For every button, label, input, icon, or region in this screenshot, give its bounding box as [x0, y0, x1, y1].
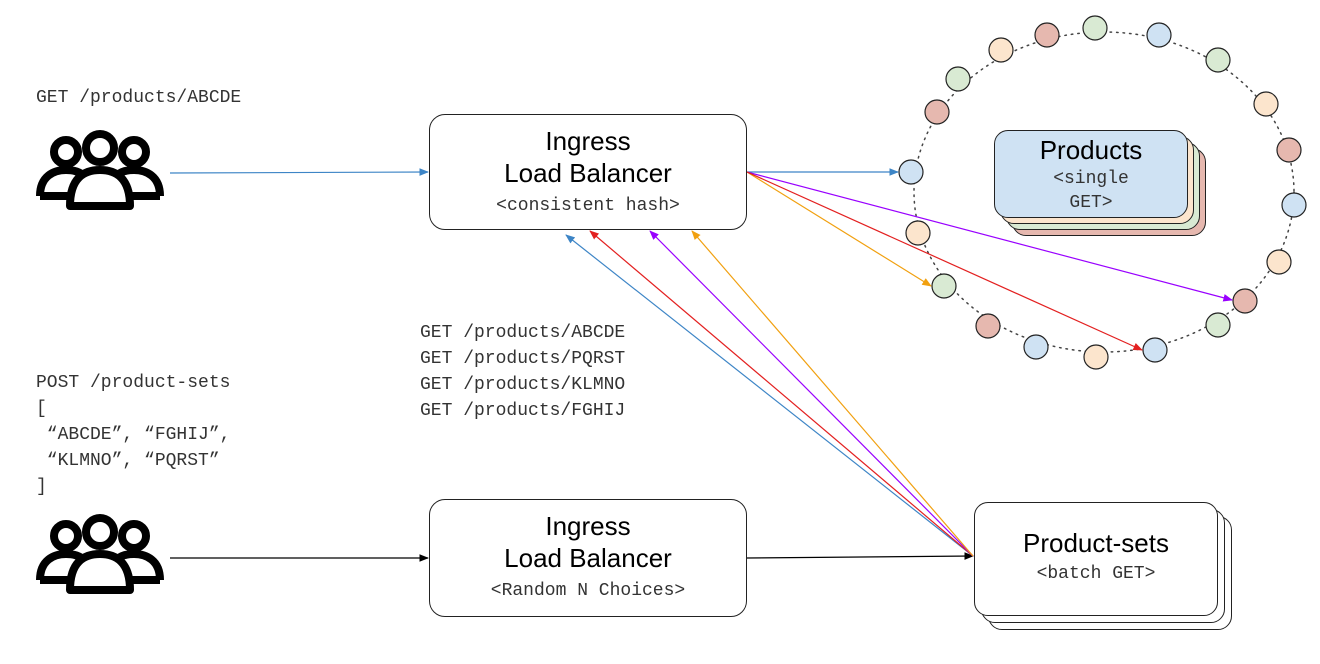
products-subtitle-line: <single	[1053, 169, 1129, 189]
ring-node	[1205, 47, 1231, 73]
arrow-fanout-orange	[691, 230, 974, 557]
users-icon	[36, 514, 164, 594]
request-label-top: GET /products/ABCDE	[36, 88, 242, 108]
ring-node	[945, 66, 971, 92]
fanout-request-list: GET /products/ABCDE GET /products/PQRST …	[420, 320, 625, 424]
product-sets-title: Product-sets	[1023, 528, 1169, 558]
fanout-request: GET /products/KLMNO	[420, 375, 626, 395]
products-title: Products	[1039, 135, 1143, 165]
fanout-request: GET /products/FGHIJ	[420, 401, 626, 421]
arrow-lb-to-node-purple	[746, 171, 1233, 302]
arrow-lb-to-node-orange	[746, 171, 932, 287]
lb-title-line: Load Balancer	[504, 158, 672, 188]
ring-node	[1266, 249, 1292, 275]
arrow-fanout-blue	[565, 234, 974, 557]
ring-node	[988, 37, 1014, 63]
lb-title-line: Ingress	[545, 511, 631, 541]
lb-subtitle: <consistent hash>	[496, 196, 680, 216]
ring-node	[931, 273, 957, 299]
ingress-lb-random-n-choices[interactable]: Ingress Load Balancer <Random N Choices>	[429, 499, 747, 617]
ring-node	[1034, 22, 1060, 48]
users-icon	[36, 130, 164, 210]
ring-node	[1142, 337, 1168, 363]
product-sets-service-card[interactable]: Product-sets <batch GET>	[974, 502, 1218, 616]
arrow-lb-to-product-sets	[746, 552, 974, 560]
ring-node	[1082, 15, 1108, 41]
products-service-card[interactable]: Products <single GET>	[994, 130, 1188, 218]
product-sets-subtitle: <batch GET>	[1036, 564, 1156, 584]
request-line: “KLMNO”, “PQRST”	[36, 451, 220, 471]
ring-node	[1232, 288, 1258, 314]
ring-node	[905, 220, 931, 246]
request-line: ]	[36, 477, 47, 497]
arrow-client-to-lb-top	[169, 168, 429, 176]
lb-title-line: Load Balancer	[504, 543, 672, 573]
ring-node	[924, 99, 950, 125]
ingress-lb-consistent-hash[interactable]: Ingress Load Balancer <consistent hash>	[429, 114, 747, 230]
arrow-fanout-purple	[649, 230, 974, 557]
lb-title-line: Ingress	[545, 126, 631, 156]
arrow-fanout-red	[589, 230, 974, 557]
ring-node	[1083, 344, 1109, 370]
ring-node	[975, 313, 1001, 339]
request-body-bottom: POST /product-sets [ “ABCDE”, “FGHIJ”, “…	[36, 370, 230, 500]
request-line: POST /product-sets	[36, 373, 231, 393]
ring-node	[1023, 334, 1049, 360]
ring-node	[1281, 192, 1307, 218]
ring-node	[1276, 137, 1302, 163]
products-subtitle-line: GET>	[1069, 193, 1113, 213]
fanout-request: GET /products/PQRST	[420, 349, 626, 369]
request-line: “ABCDE”, “FGHIJ”,	[36, 425, 231, 445]
arrow-lb-to-node-red	[746, 171, 1143, 351]
request-line: [	[36, 399, 47, 419]
ring-node	[1253, 91, 1279, 117]
ring-node	[898, 159, 924, 185]
ring-nodes	[898, 15, 1307, 370]
fanout-request: GET /products/ABCDE	[420, 323, 626, 343]
lb-subtitle: <Random N Choices>	[490, 581, 686, 601]
ring-node	[1205, 312, 1231, 338]
ring-node	[1146, 22, 1172, 48]
